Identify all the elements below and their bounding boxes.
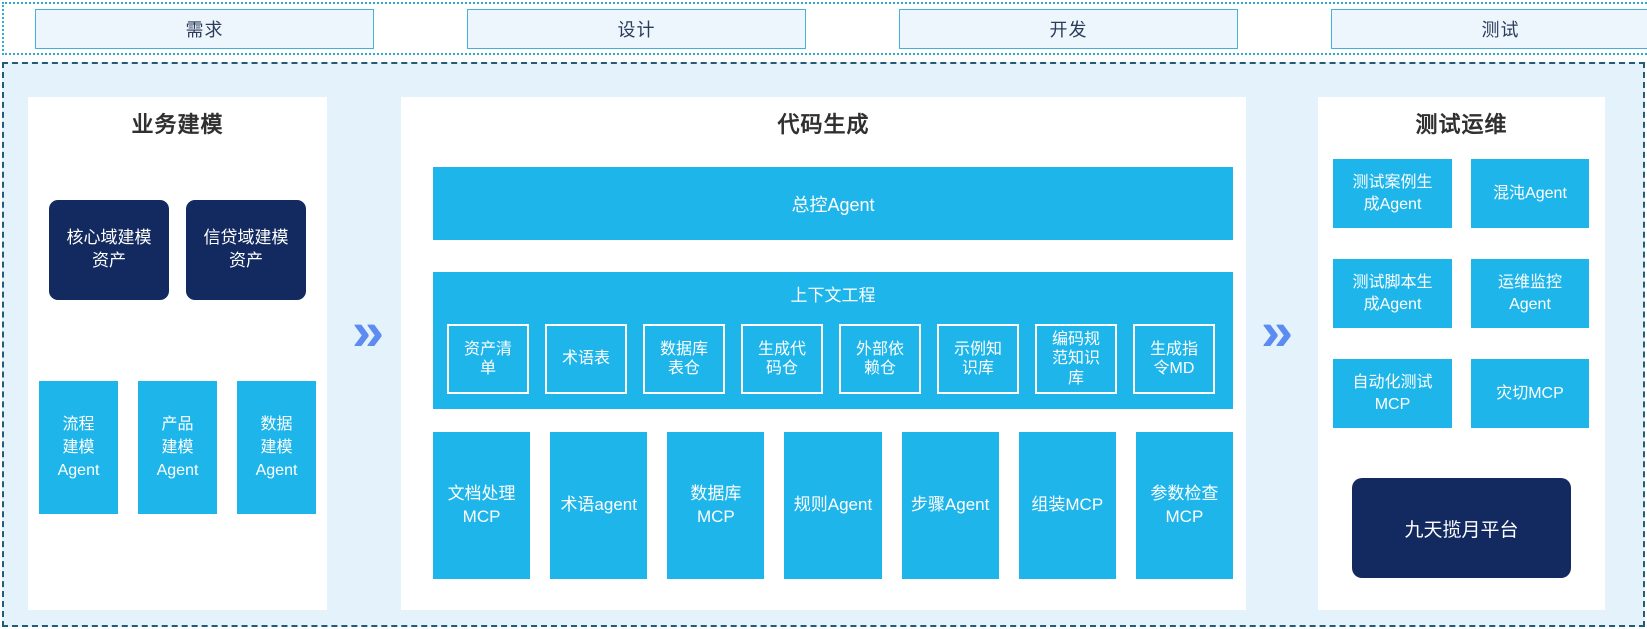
context-item-generated-code-repo: 生成代 码仓 — [741, 324, 823, 394]
box-test-script-gen-agent: 测试脚本生 成Agent — [1333, 259, 1452, 328]
context-item-example-kb: 示例知 识库 — [937, 324, 1019, 394]
box-ops-monitor-agent: 运维监控 Agent — [1471, 259, 1589, 328]
context-item-coding-standard-kb: 编码规 范知识 库 — [1035, 324, 1117, 394]
panel-title-test-ops: 测试运维 — [1415, 112, 1508, 137]
context-item-asset-list: 资产清 单 — [447, 324, 529, 394]
mcp-agent-row: 文档处理 MCP 术语agent 数据库 MCP 规则Agent 步骤Agent… — [433, 432, 1233, 579]
context-engineering-title: 上下文工程 — [790, 286, 876, 305]
test-ops-grid: 测试案例生 成Agent 混沌Agent 测试脚本生 成Agent 运维监控 A… — [1333, 159, 1589, 428]
box-disaster-switch-mcp: 灾切MCP — [1471, 359, 1589, 428]
box-automated-test-mcp: 自动化测试 MCP — [1333, 359, 1452, 428]
panel-title-code-generation: 代码生成 — [777, 112, 870, 137]
context-items-row: 资产清 单 术语表 数据库 表仓 生成代 码仓 外部依 赖仓 示例知 识库 编码… — [447, 324, 1215, 394]
phase-box-testing: 测试 — [1331, 8, 1647, 49]
modeling-agent-row: 流程 建模 Agent 产品 建模 Agent 数据 建模 Agent — [28, 381, 327, 514]
box-chaos-agent: 混沌Agent — [1471, 159, 1589, 228]
box-step-agent: 步骤Agent — [901, 432, 999, 579]
agent-box-process-modeling: 流程 建模 Agent — [39, 381, 118, 514]
box-glossary-agent: 术语agent — [550, 432, 648, 579]
phase-box-design: 设计 — [467, 8, 806, 49]
phase-label: 开发 — [1049, 19, 1088, 40]
phase-box-requirements: 需求 — [35, 8, 374, 49]
panel-business-modeling: 业务建模 核心域建模 资产 信贷域建模 资产 流程 建模 Agent 产品 建模… — [28, 97, 327, 610]
platform-box-jiutian-lanyue: 九天揽月平台 — [1352, 478, 1571, 578]
context-item-generate-instruction-md: 生成指 令MD — [1133, 324, 1215, 394]
agent-box-product-modeling: 产品 建模 Agent — [138, 381, 217, 514]
phase-label: 测试 — [1481, 19, 1520, 40]
asset-box-credit-domain: 信贷域建模 资产 — [186, 200, 306, 300]
box-assembly-mcp: 组装MCP — [1018, 432, 1116, 579]
asset-box-row: 核心域建模 资产 信贷域建模 资产 — [28, 200, 327, 300]
box-doc-processing-mcp: 文档处理 MCP — [433, 432, 531, 579]
box-param-check-mcp: 参数检查 MCP — [1135, 432, 1233, 579]
box-rule-agent: 规则Agent — [784, 432, 882, 579]
context-item-db-table-repo: 数据库 表仓 — [643, 324, 725, 394]
context-engineering-box: 上下文工程 资产清 单 术语表 数据库 表仓 生成代 码仓 外部依 赖仓 示例知… — [433, 272, 1233, 409]
box-database-mcp: 数据库 MCP — [667, 432, 765, 579]
panel-code-generation: 代码生成 总控Agent 上下文工程 资产清 单 术语表 数据库 表仓 生成代 … — [401, 97, 1246, 610]
chevron-right-icon: » — [1260, 300, 1294, 363]
phase-label: 设计 — [617, 19, 656, 40]
context-item-external-deps-repo: 外部依 赖仓 — [839, 324, 921, 394]
phase-label: 需求 — [185, 19, 224, 40]
panel-title-business-modeling: 业务建模 — [131, 112, 224, 137]
box-test-case-gen-agent: 测试案例生 成Agent — [1333, 159, 1452, 228]
master-agent-bar: 总控Agent — [433, 167, 1233, 240]
panel-test-ops: 测试运维 测试案例生 成Agent 混沌Agent 测试脚本生 成Agent 运… — [1318, 97, 1605, 610]
phase-box-development: 开发 — [899, 8, 1238, 49]
context-item-glossary: 术语表 — [545, 324, 627, 394]
chevron-right-icon: » — [351, 300, 385, 363]
main-area: 业务建模 核心域建模 资产 信贷域建模 资产 流程 建模 Agent 产品 建模… — [2, 62, 1645, 627]
asset-box-core-domain: 核心域建模 资产 — [49, 200, 169, 300]
master-agent-label: 总控Agent — [791, 194, 875, 215]
phase-bar: 需求 设计 开发 测试 — [2, 2, 1647, 55]
agent-box-data-modeling: 数据 建模 Agent — [237, 381, 316, 514]
